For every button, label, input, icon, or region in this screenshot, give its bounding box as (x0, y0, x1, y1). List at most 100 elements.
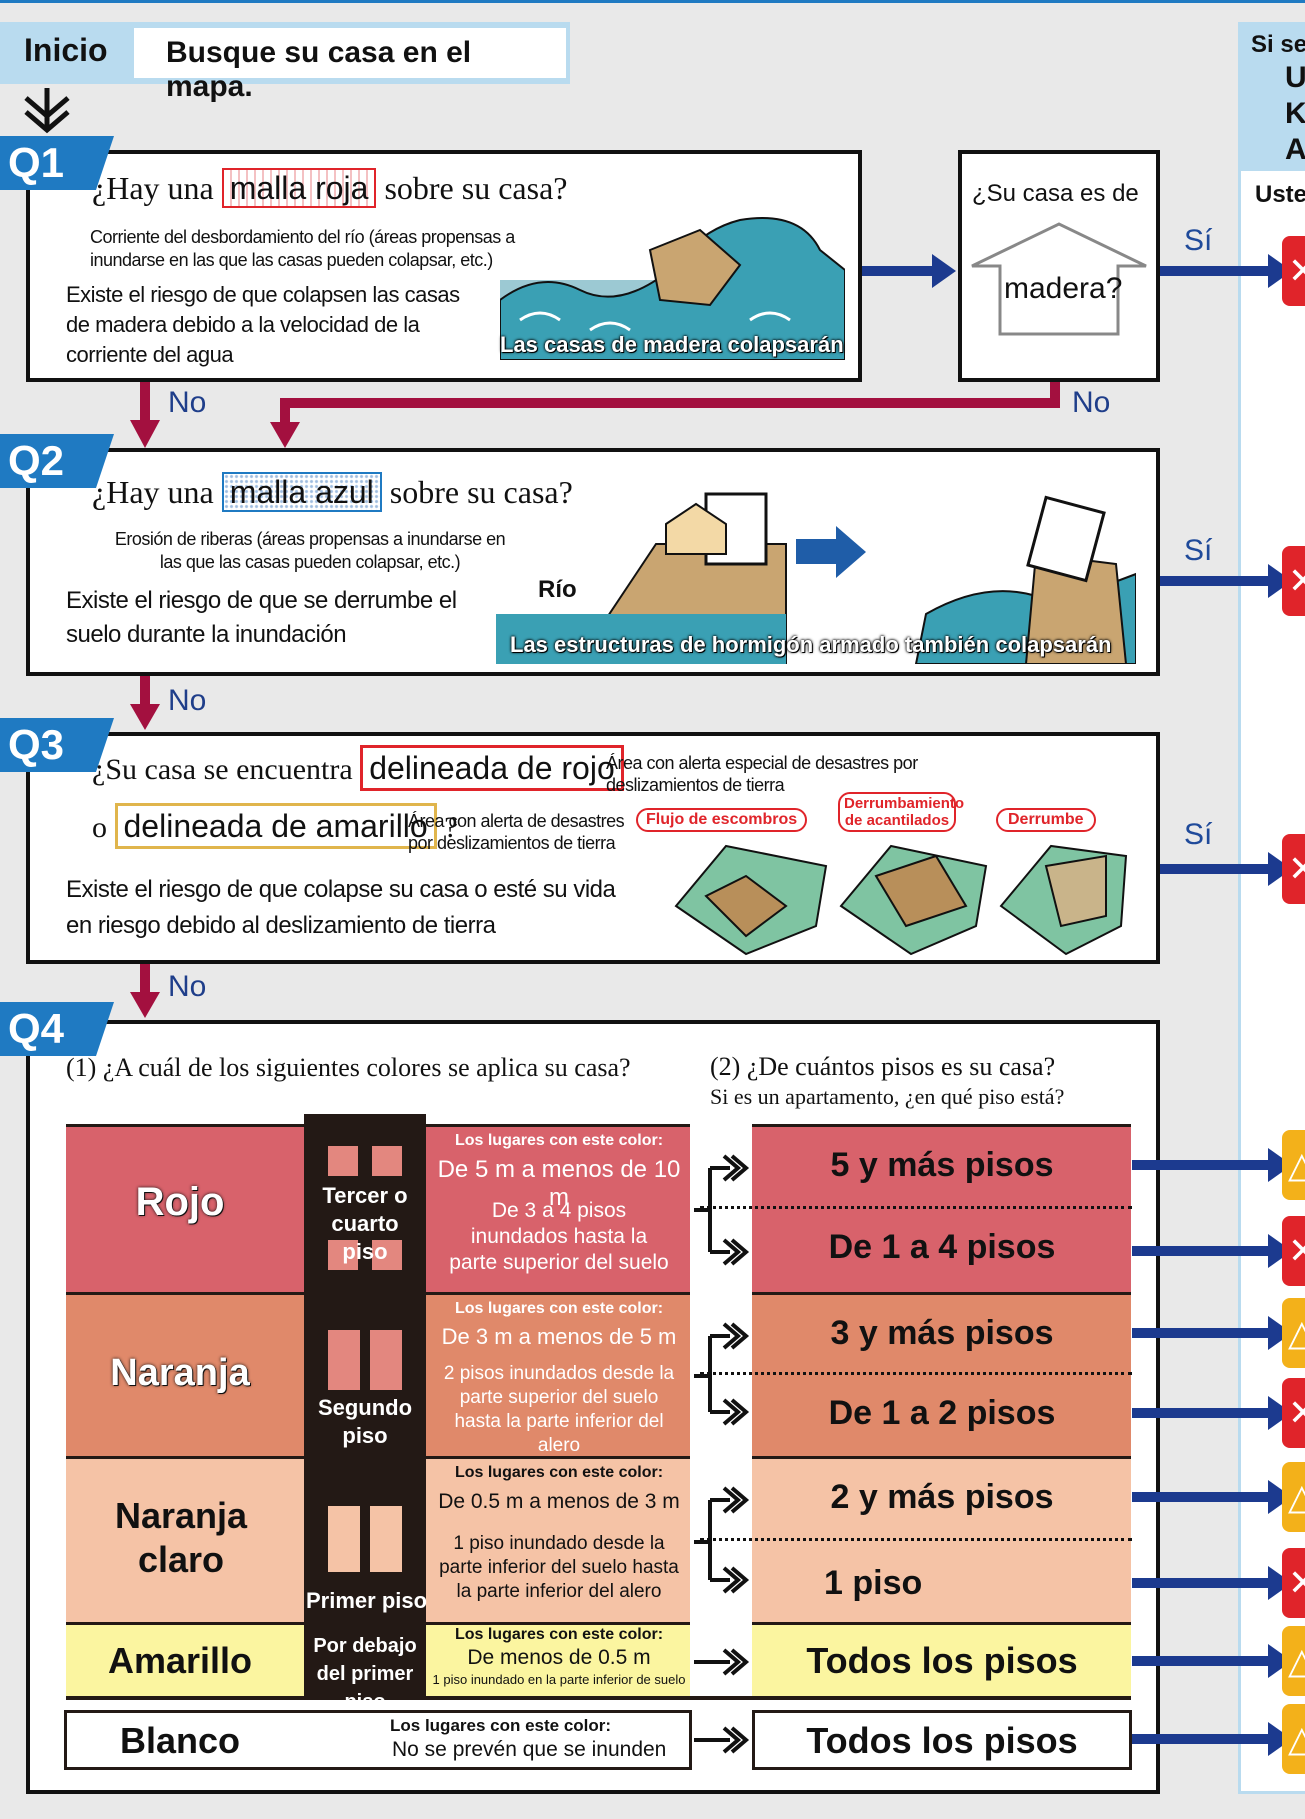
wood-question-top: ¿Su casa es de (972, 180, 1139, 207)
start-text: Busque su casa en el mapa. (134, 28, 566, 103)
row-rojo-result-1: 5 y más pisos (830, 1146, 1054, 1184)
q4-question-2-sub: Si es un apartamento, ¿en qué piso está? (710, 1084, 1065, 1109)
side-panel-text-2: U (1285, 61, 1305, 94)
row-naranja-info-head: Los lugares con este color: (454, 1300, 664, 1317)
row-amarillo-result: Todos los pisos (806, 1640, 1078, 1681)
house-outline-icon (971, 222, 1147, 336)
row-naranja-result-2: De 1 a 2 pisos (828, 1394, 1056, 1432)
naranja-res1-arrow (1132, 1316, 1292, 1350)
row-rojo-divider (700, 1206, 1132, 1209)
row-naranja-window (370, 1330, 402, 1390)
naranja-claro-res1-arrow (1132, 1480, 1292, 1514)
rojo-res1-arrow (1132, 1148, 1292, 1182)
row-naranja-claro-floor-label: Primer piso (306, 1588, 428, 1613)
row-rojo-color: Rojo (135, 1180, 225, 1224)
side-panel-text-4: A (1285, 133, 1305, 166)
q4-tag: Q4 (0, 1002, 114, 1056)
row-naranja-floor-column (304, 1292, 426, 1456)
q2-question-pre: ¿Hay una (92, 474, 214, 510)
row-naranja-claro-window (328, 1506, 360, 1572)
row-naranja-claro-result-1: 2 y más pisos (830, 1478, 1054, 1516)
q2-risk: Existe el riesgo de que se derrumbe el s… (66, 587, 457, 648)
q1-question: ¿Hay una malla roja sobre su casa? (92, 168, 568, 208)
row-rojo-window (372, 1240, 402, 1270)
amarillo-arrow (1132, 1644, 1292, 1678)
row-naranja-claro-floor-column (304, 1456, 426, 1622)
q1-caption: Las casas de madera colapsarán (500, 332, 844, 357)
q4-question-2-title: (2) ¿De cuántos pisos es su casa? (710, 1052, 1056, 1081)
q3-yes-arrow (1160, 852, 1292, 886)
q3-tag-debris-flow: Flujo de escombros (636, 808, 808, 832)
q1-question-post: sobre su casa? (384, 170, 568, 206)
row-naranja-claro-desc: 1 piso inundado desde la parte inferior … (439, 1533, 679, 1602)
q3-question-line1: ¿Su casa se encuentra delineada de rojo (92, 745, 624, 791)
q2-erosion-illustration (496, 492, 1136, 664)
side-panel-text-5: Uste (1255, 181, 1305, 208)
row-amarillo-desc: 1 piso inundado en la parte inferior de … (432, 1672, 686, 1687)
row-amarillo-floor-label: Por debajo del primer piso (313, 1635, 417, 1713)
row-naranja-claro-color: Naranja claro (114, 1495, 248, 1580)
q1-no-label: No (168, 386, 207, 419)
start-box: Inicio Busque su casa en el mapa. (0, 22, 570, 103)
row-rojo-window (328, 1146, 358, 1176)
q1-to-wood-arrow (862, 254, 956, 288)
q3-no-arrow (130, 964, 160, 1018)
q3-qmark: ? (444, 811, 458, 844)
row-naranja-result-1: 3 y más pisos (830, 1314, 1054, 1352)
q1-highlight: malla roja (221, 168, 377, 208)
q3-tag-landslide: Derrumbe (996, 808, 1096, 832)
end-icon-naranja-1: △ (1282, 1298, 1305, 1368)
q3-risk: Existe el riesgo de que colapse su casa … (66, 876, 616, 939)
end-icon-q3: ✕ (1282, 834, 1305, 904)
end-icon-naranja-claro-2: ✕ (1282, 1548, 1305, 1618)
row-amarillo-depth: De menos de 0.5 m (467, 1646, 651, 1669)
row-naranja-window (328, 1330, 360, 1390)
q1-no-arrows (130, 382, 1060, 448)
q1-note: Corriente del desbordamiento del río (ár… (90, 227, 515, 270)
q3-or: o (92, 811, 107, 844)
end-icon-rojo-2: ✕ (1282, 1216, 1305, 1286)
q2-question-post: sobre su casa? (389, 474, 573, 510)
row-rojo-window (372, 1146, 402, 1176)
row-rojo-desc: De 3 a 4 pisos inundados hasta la parte … (449, 1199, 669, 1274)
end-icon-naranja-claro-1: △ (1282, 1462, 1305, 1532)
row-blanco-color: Blanco (119, 1720, 241, 1761)
q2-note: Erosión de riberas (áreas propensas a in… (114, 529, 506, 572)
row-blanco-result: Todos los pisos (806, 1720, 1078, 1761)
row-amarillo-info-head: Los lugares con este color: (454, 1626, 664, 1643)
end-icon-rojo-1: △ (1282, 1130, 1305, 1200)
q2-no-arrow (130, 676, 160, 730)
q3-yes-label: Sí (1184, 818, 1213, 851)
rojo-res2-arrow (1132, 1234, 1292, 1268)
q2-tag: Q2 (0, 434, 114, 488)
blanco-arrow (1132, 1722, 1292, 1756)
q3-question-pre: ¿Su casa se encuentra (92, 753, 353, 786)
q2-yes-label: Sí (1184, 534, 1213, 567)
row-amarillo-floor-column (304, 1622, 426, 1700)
row-naranja-claro-result-2: 1 piso (824, 1564, 923, 1602)
top-border (0, 0, 1305, 3)
row-naranja-claro-window (370, 1506, 402, 1572)
q3-highlight-red: delineada de rojo (360, 745, 624, 791)
q1-wave-illustration (500, 217, 845, 360)
row-naranja-depth: De 3 m a menos de 5 m (441, 1324, 677, 1349)
row-rojo-floor-label: Tercer o cuarto piso (322, 1183, 408, 1264)
q2-highlight: malla azul (221, 472, 382, 512)
q3-red-note: Área con alerta especial de desastres po… (606, 753, 918, 795)
q2-question: ¿Hay una malla azul sobre su casa? (92, 472, 573, 512)
q3-tag: Q3 (0, 718, 114, 772)
q3-no-label: No (168, 970, 207, 1003)
row-rojo-floor-column (304, 1114, 426, 1292)
q2-no-label: No (168, 684, 207, 717)
row-rojo-window (328, 1240, 358, 1270)
q3-yellow-note: Área con alerta de desastres por desliza… (408, 811, 625, 853)
row-naranja-desc: 2 pisos inundados desde la parte superio… (443, 1363, 675, 1456)
start-label: Inicio (24, 32, 108, 68)
q3-highlight-yellow: delineada de amarillo (114, 803, 437, 849)
naranja-claro-res2-arrow (1132, 1566, 1292, 1600)
row-rojo-result-2: De 1 a 4 pisos (828, 1228, 1056, 1266)
q3-landslide-illustrations (674, 844, 1128, 956)
end-icon-amarillo: △ (1282, 1626, 1305, 1696)
row-amarillo (66, 1622, 1131, 1700)
q1-yes-label: Sí (1184, 224, 1213, 257)
